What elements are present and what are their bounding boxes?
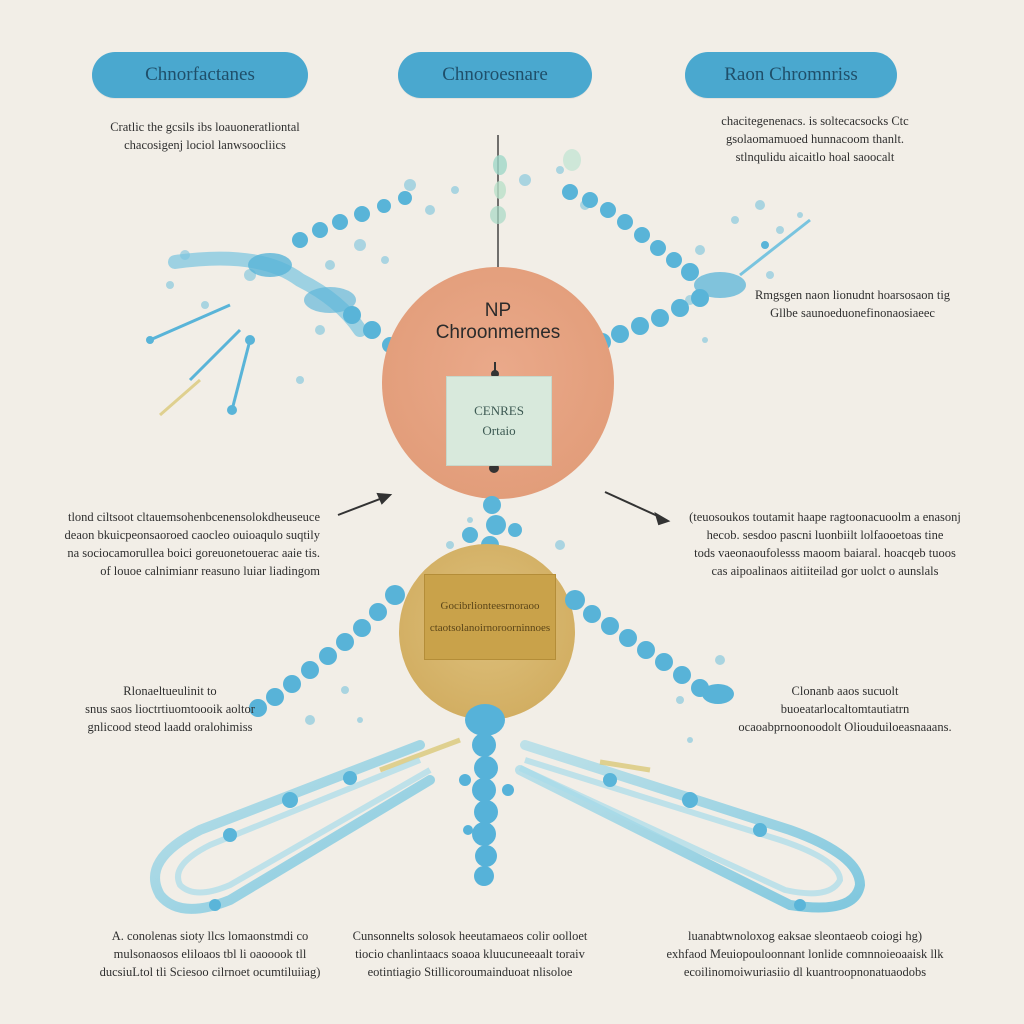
- blurb-lower-left: Rlonaeltueulinit to snus saos lioctrtiuo…: [60, 682, 280, 736]
- center-title-block: NP Chroonmemes: [383, 300, 613, 344]
- blurb-line: tiocio chanlintaacs soaoa kluucuneeaalt …: [355, 947, 585, 961]
- np-label: NP: [484, 300, 512, 321]
- blurb-line: tlond ciltsoot cltauemsohenbcenensolokdh…: [67, 510, 320, 524]
- blurb-line: exhfaod Meuiopouloonnant lonlide comnnoi…: [666, 947, 944, 961]
- particle-cloud: [166, 166, 803, 743]
- blurb-line: of louoe calnimianr reasuno luiar liadin…: [100, 564, 320, 578]
- genes-box: CENRES Ortaio: [446, 376, 552, 466]
- header-pill-right: Raon Chromnriss: [685, 52, 897, 98]
- blurb-line: gnlicood steod laadd oralohimiss: [87, 720, 253, 734]
- blurb-line: tods vaeonaoufolesss maoom baiaral. hoac…: [694, 546, 956, 560]
- gold-label-box: Gocibrlionteesrnoraoo ctaotsolanoirnoroo…: [424, 574, 556, 660]
- vertical-chromosome: [379, 704, 514, 886]
- blurb-line: chacitegenenacs. is soltecacsocks Ctc: [721, 114, 909, 128]
- blurb-line: gsolaomamuoed hunnacoom thanlt.: [725, 132, 905, 146]
- blurb-line: A. conolenas sioty llcs lomaonstmdi co: [111, 929, 309, 943]
- blurb-line: chacosigenj lociol lanwsoocliics: [124, 138, 286, 152]
- blurb-mid-right-upper: Rmgsgen naon lionudnt hoarsosaon tig Gll…: [745, 286, 960, 322]
- blurb-line: cas aipoalinaos aitiiteilad gor uolct o …: [711, 564, 939, 578]
- header-pill-left-label: Chnorfactanes: [145, 64, 255, 85]
- blurb-line: na sociocamorullea boici goreuonetouerac…: [67, 546, 320, 560]
- blurb-bottom-center: Cunsonnelts solosok heeutamaeos colir oo…: [345, 927, 595, 981]
- blurb-line: Rmgsgen naon lionudnt hoarsosaon tig: [754, 288, 951, 302]
- gold-line-2: ctaotsolanoirnoroorninnoes: [429, 622, 551, 634]
- right-lower-limb: [515, 740, 866, 913]
- gold-line-1: Gocibrlionteesrnoraoo: [440, 600, 540, 612]
- blurb-line: Gllbe saunoeduonefinonaosiaeec: [770, 306, 935, 320]
- blurb-top-right: chacitegenenacs. is soltecacsocks Ctc gs…: [700, 112, 930, 166]
- lower-chromosome-arms: [249, 585, 734, 717]
- genes-line-2: Ortaio: [482, 423, 516, 438]
- blurb-line: Rlonaeltueulinit to: [123, 684, 217, 698]
- arrows: [337, 491, 671, 526]
- blurb-line: hecob. sesdoo pascni luonbiilt lolfaooet…: [706, 528, 944, 542]
- blurb-line: buoeatarlocaltomtautiatrn: [780, 702, 910, 716]
- blurb-line: eotintiagio Stillicoroumainduoat nlisolo…: [367, 965, 573, 979]
- blurb-line: (teuosoukos toutamit haape ragtoonacuool…: [689, 510, 961, 524]
- header-pill-left: Chnorfactanes: [92, 52, 308, 98]
- upper-left-chromosome-arm: [146, 191, 412, 417]
- genes-line-1: CENRES: [474, 403, 524, 418]
- header-pill-center: Chnoroesnare: [398, 52, 592, 98]
- blurb-lower-right: Clonanb aaos sucuolt buoeatarlocaltomtau…: [725, 682, 965, 736]
- blurb-line: Cratlic the gcsils ibs loauoneratliontal: [110, 120, 300, 134]
- blurb-line: snus saos lioctrtiuomtoooik aoltor: [85, 702, 255, 716]
- top-stem: [490, 135, 581, 268]
- blurb-bottom-left: A. conolenas sioty llcs lomaonstmdi co m…: [80, 927, 340, 981]
- blurb-line: ducsiuLtol tli Sciesoo cilrnoet ocumtilu…: [99, 965, 321, 979]
- blurb-line: Cunsonnelts solosok heeutamaeos colir oo…: [352, 929, 588, 943]
- header-pill-right-label: Raon Chromnriss: [724, 64, 858, 85]
- blurb-line: luanabtwnoloxog eaksae sleontaeob coiogi…: [688, 929, 922, 943]
- blurb-line: stlnqulidu aicaitlo hoal saoocalt: [735, 150, 895, 164]
- blurb-line: deaon bkuicpeonsaoroed caocleo ouioaqulo…: [64, 528, 320, 542]
- blurb-mid-right: (teuosoukos toutamit haape ragtoonacuool…: [680, 508, 970, 580]
- upper-right-chromosome-arm: [562, 184, 811, 351]
- blurb-bottom-right: luanabtwnoloxog eaksae sleontaeob coiogi…: [660, 927, 950, 981]
- blurb-line: Clonanb aaos sucuolt: [791, 684, 899, 698]
- blurb-line: ocaoabprnoonoodolt Oliouduiloeasnaaans.: [738, 720, 952, 734]
- header-pill-center-label: Chnoroesnare: [442, 64, 548, 85]
- blurb-line: mulsonaosos eliloaos tbl li oaooook tll: [113, 947, 307, 961]
- blurb-line: ecoilinomoiwuriasiio dl kuantroopnonatua…: [683, 965, 927, 979]
- blurb-mid-left: tlond ciltsoot cltauemsohenbcenensolokdh…: [40, 508, 320, 580]
- left-lower-limb: [150, 740, 435, 914]
- center-title: Chroonmemes: [435, 322, 561, 343]
- blurb-top-left: Cratlic the gcsils ibs loauoneratliontal…: [90, 118, 320, 154]
